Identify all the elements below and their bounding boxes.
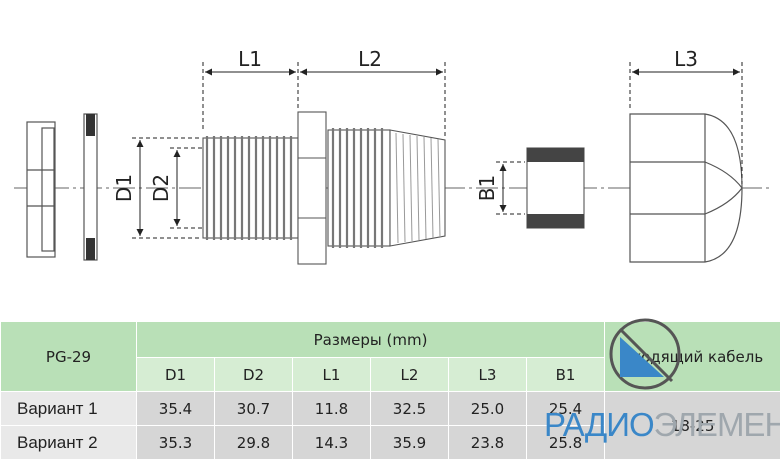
cell-b1: 25.8 — [525, 425, 606, 460]
cell-l2: 35.9 — [370, 425, 449, 460]
cell-b1: 25.4 — [525, 391, 606, 426]
table-row: Вариант 2 35.3 29.8 14.3 35.9 23.8 25.8 — [0, 425, 780, 460]
cell-l1: 14.3 — [292, 425, 371, 460]
column-header-d1: D1 — [136, 357, 215, 392]
dimensions-group-header: Размеры (mm) — [135, 321, 606, 358]
cell-d2: 30.7 — [214, 391, 293, 426]
cell-d1: 35.3 — [136, 425, 215, 460]
dimension-d1 — [132, 137, 200, 239]
cell-d1: 35.4 — [136, 391, 215, 426]
watermark-logo-icon — [609, 318, 681, 390]
lock-nut — [26, 121, 56, 258]
column-header-b1: B1 — [525, 357, 606, 392]
watermark-text-part1: РАДИО — [544, 406, 655, 443]
watermark-text: РАДИОЭЛЕМЕНТ — [544, 406, 780, 444]
column-header-l1: L1 — [292, 357, 371, 392]
seal-insert — [526, 147, 585, 229]
threaded-body — [202, 111, 446, 265]
column-header-d2: D2 — [214, 357, 293, 392]
column-header-l2: L2 — [370, 357, 449, 392]
model-cell: PG-29 — [0, 321, 137, 392]
cell-l2: 32.5 — [370, 391, 449, 426]
dimension-d2 — [170, 147, 205, 229]
dimension-label-l2: L2 — [358, 47, 382, 71]
dimension-label-b1: B1 — [475, 175, 499, 201]
table-row: Вариант 1 35.4 30.7 11.8 32.5 25.0 25.4 … — [0, 391, 780, 460]
dimensions-table: PG-29 Размеры (mm) Входящий кабель D1 D2… — [0, 321, 780, 460]
dimension-l1 — [202, 62, 299, 132]
cell-l3: 25.0 — [448, 391, 527, 426]
watermark-logo: РАДИОЭЛЕМЕНТ — [544, 404, 780, 450]
cable-range-cell: 18-25 — [604, 391, 780, 460]
washer — [83, 113, 98, 261]
cable-header: Входящий кабель — [604, 321, 780, 392]
row-name: Вариант 2 — [0, 425, 137, 460]
dimension-label-l1: L1 — [238, 47, 262, 71]
watermark-text-part2: ЭЛЕМЕНТ — [653, 406, 780, 443]
dimension-label-d2: D2 — [149, 174, 173, 202]
dimension-l2 — [300, 62, 446, 136]
cell-l3: 23.8 — [448, 425, 527, 460]
column-header-l3: L3 — [448, 357, 527, 392]
cable-gland-drawing: L1 L2 L3 D1 D2 B1 — [14, 47, 770, 265]
cell-d2: 29.8 — [214, 425, 293, 460]
dimension-l3 — [629, 62, 743, 184]
dimension-label-d1: D1 — [112, 174, 136, 202]
dimension-b1 — [496, 161, 525, 215]
cell-l1: 11.8 — [292, 391, 371, 426]
dimension-label-l3: L3 — [674, 47, 698, 71]
dome-cap-nut — [629, 113, 743, 263]
row-name: Вариант 1 — [0, 391, 137, 426]
